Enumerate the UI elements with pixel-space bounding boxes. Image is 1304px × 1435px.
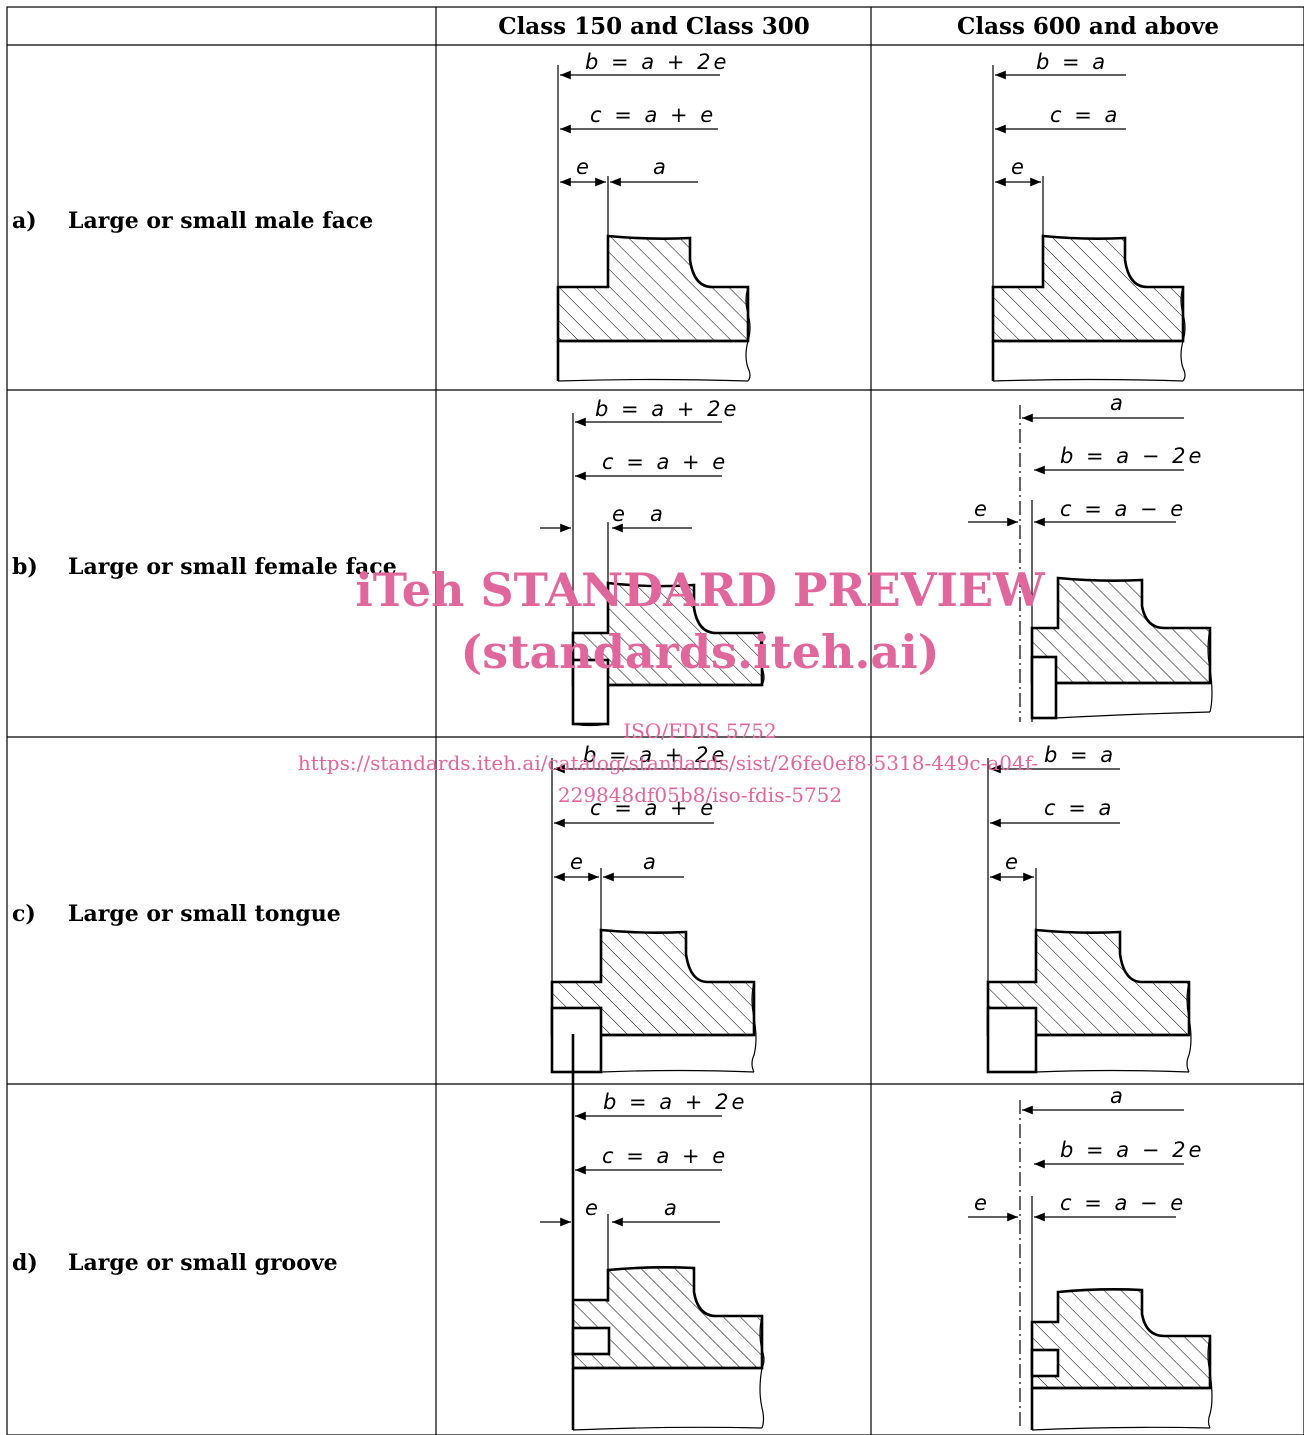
- header-class-600-above: Class 600 and above: [957, 13, 1219, 40]
- dim-b600-a: a: [1110, 391, 1126, 415]
- dim-b150-c: c = a + e: [602, 450, 728, 474]
- row-c-label: Large or small tongue: [68, 901, 341, 927]
- row-b-letter: b): [12, 554, 38, 580]
- dim-d150-c: c = a + e: [602, 1144, 728, 1168]
- header-class-150-300: Class 150 and Class 300: [498, 13, 809, 40]
- dim-d600-c: c = a − e: [1060, 1191, 1186, 1215]
- dim-c600-b: b = a: [1044, 743, 1116, 767]
- dim-a600-c: c = a: [1050, 103, 1120, 127]
- drawing-c-class600: b = a c = a e: [986, 743, 1192, 1074]
- dim-d600-a: a: [1110, 1084, 1126, 1108]
- dim-b150-a: a: [650, 502, 666, 526]
- drawing-a-class150: b = a + 2e c = a + e e a: [556, 50, 751, 382]
- dim-c600-e: e: [1005, 850, 1021, 874]
- dim-d150-b: b = a + 2e: [603, 1090, 747, 1114]
- table-grid: [6, 6, 1304, 1435]
- drawing-b-class150: b = a + 2e c = a + e e a: [540, 397, 765, 727]
- watermark-subtitle: (standards.iteh.ai): [461, 625, 940, 679]
- row-a-label: Large or small male face: [68, 208, 373, 234]
- row-a-letter: a): [12, 208, 37, 234]
- dim-b150-e: e: [612, 502, 628, 526]
- drawing-d-class600: a b = a − 2e e c = a − e: [968, 1084, 1213, 1431]
- drawing-a-class600: b = a c = a e: [991, 50, 1186, 382]
- dim-a150-e: e: [576, 155, 592, 179]
- watermark-title: iTeh STANDARD PREVIEW: [355, 563, 1046, 617]
- dim-b150-b: b = a + 2e: [595, 397, 739, 421]
- dim-b600-b: b = a − 2e: [1060, 444, 1204, 468]
- dim-c150-e: e: [570, 850, 586, 874]
- row-d-letter: d): [12, 1250, 38, 1276]
- dim-a600-b: b = a: [1036, 50, 1108, 74]
- dim-a150-a: a: [653, 155, 669, 179]
- watermark-url-2: 229848df05b8/iso-fdis-5752: [558, 783, 842, 807]
- row-c-letter: c): [12, 901, 36, 927]
- dim-d150-a: a: [664, 1196, 680, 1220]
- watermark: iTeh STANDARD PREVIEW (standards.iteh.ai…: [298, 563, 1046, 807]
- drawing-b-class600: a b = a − 2e e c = a − e: [968, 391, 1213, 722]
- watermark-doc: ISO/FDIS 5752: [623, 719, 777, 743]
- drawing-d-class150: b = a + 2e c = a + e e a: [540, 1034, 765, 1431]
- dim-a600-e: e: [1011, 155, 1027, 179]
- dim-c150-b: b = a + 2e: [583, 743, 727, 767]
- row-d-label: Large or small groove: [68, 1250, 338, 1276]
- dim-a150-b: b = a + 2e: [585, 50, 729, 74]
- row-b-label: Large or small female face: [68, 554, 397, 580]
- dim-c150-c: c = a + e: [590, 796, 716, 820]
- dim-a150-c: c = a + e: [590, 103, 716, 127]
- drawing-c-class150: b = a + 2e c = a + e e a: [550, 743, 757, 1074]
- dim-d150-e: e: [585, 1196, 601, 1220]
- dim-c150-a: a: [643, 850, 659, 874]
- dim-c600-c: c = a: [1044, 796, 1114, 820]
- dim-b600-e: e: [974, 497, 990, 521]
- dim-d600-e: e: [974, 1191, 990, 1215]
- dim-d600-b: b = a − 2e: [1060, 1138, 1204, 1162]
- dim-b600-c: c = a − e: [1060, 497, 1186, 521]
- watermark-url: https://standards.iteh.ai/catalog/standa…: [298, 751, 1038, 775]
